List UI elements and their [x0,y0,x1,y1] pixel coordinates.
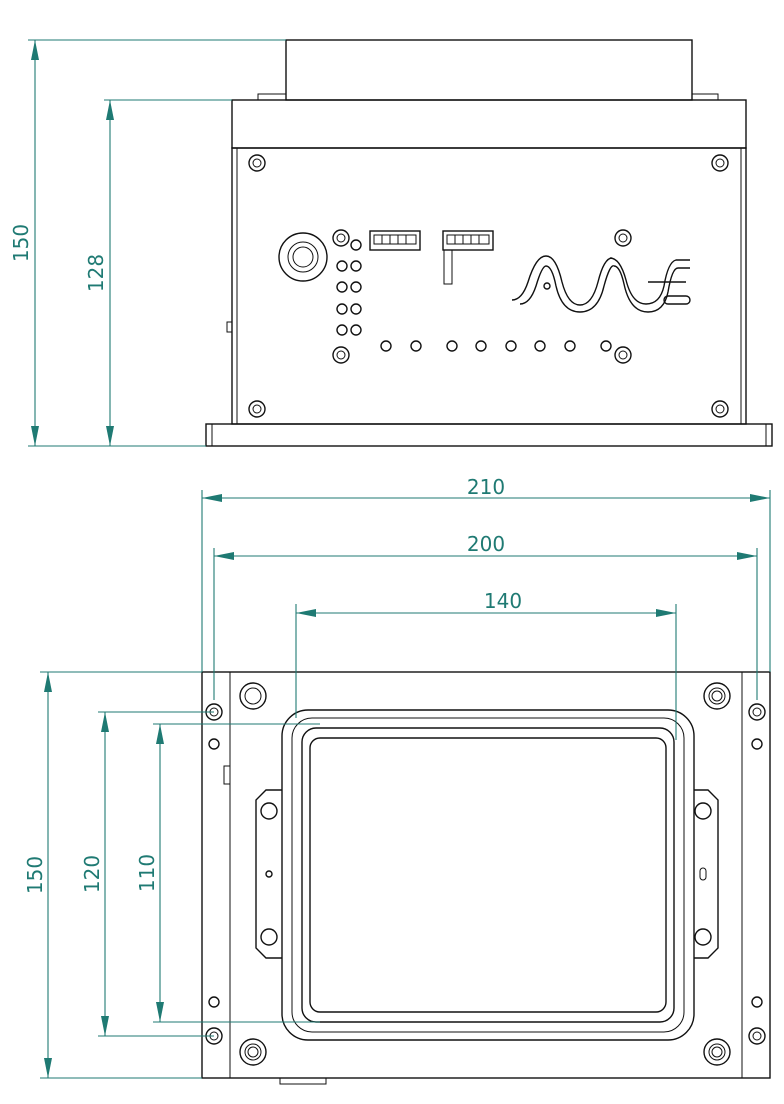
dim-label-200: 200 [467,532,505,556]
dimension-overall-height: 150 [9,39,286,447]
dim-label-210: 210 [467,475,505,499]
dim-label-150-bottom: 150 [23,856,47,894]
dim-label-150-front: 150 [9,224,33,262]
led-column [336,239,362,336]
dim-label-140: 140 [484,589,522,613]
front-view: 150 128 [9,39,773,447]
dimension-mount-width: 200 [213,532,758,700]
bracket-left [255,789,282,959]
bracket-right [694,789,719,959]
dimension-body-height: 128 [84,99,232,447]
dimension-overall-depth: 150 [23,671,202,1079]
dim-label-110: 110 [135,854,159,892]
dimension-window-width: 140 [295,589,677,740]
top-band [231,99,747,149]
bottom-plate [201,671,771,1079]
dim-label-128: 128 [84,254,108,292]
corner-screw-icon [248,154,729,418]
window-opening [309,737,667,1013]
top-cover [285,39,693,101]
dimension-mount-depth: 120 [80,711,214,1037]
mount-screw-icon [239,682,731,1066]
dimension-window-depth: 110 [135,723,320,1023]
dimension-overall-width: 210 [201,475,771,672]
bottom-view: 210 200 140 150 [23,475,771,1085]
led-row [380,340,612,352]
connector-left-icon [369,230,421,251]
power-button-icon [278,232,328,282]
base-plate [205,423,773,447]
dim-label-120: 120 [80,855,104,893]
connector-right-icon [442,230,494,285]
ave-logo [511,255,691,313]
edge-hole-icon [205,703,766,1045]
window-frame-outer [281,709,695,1041]
